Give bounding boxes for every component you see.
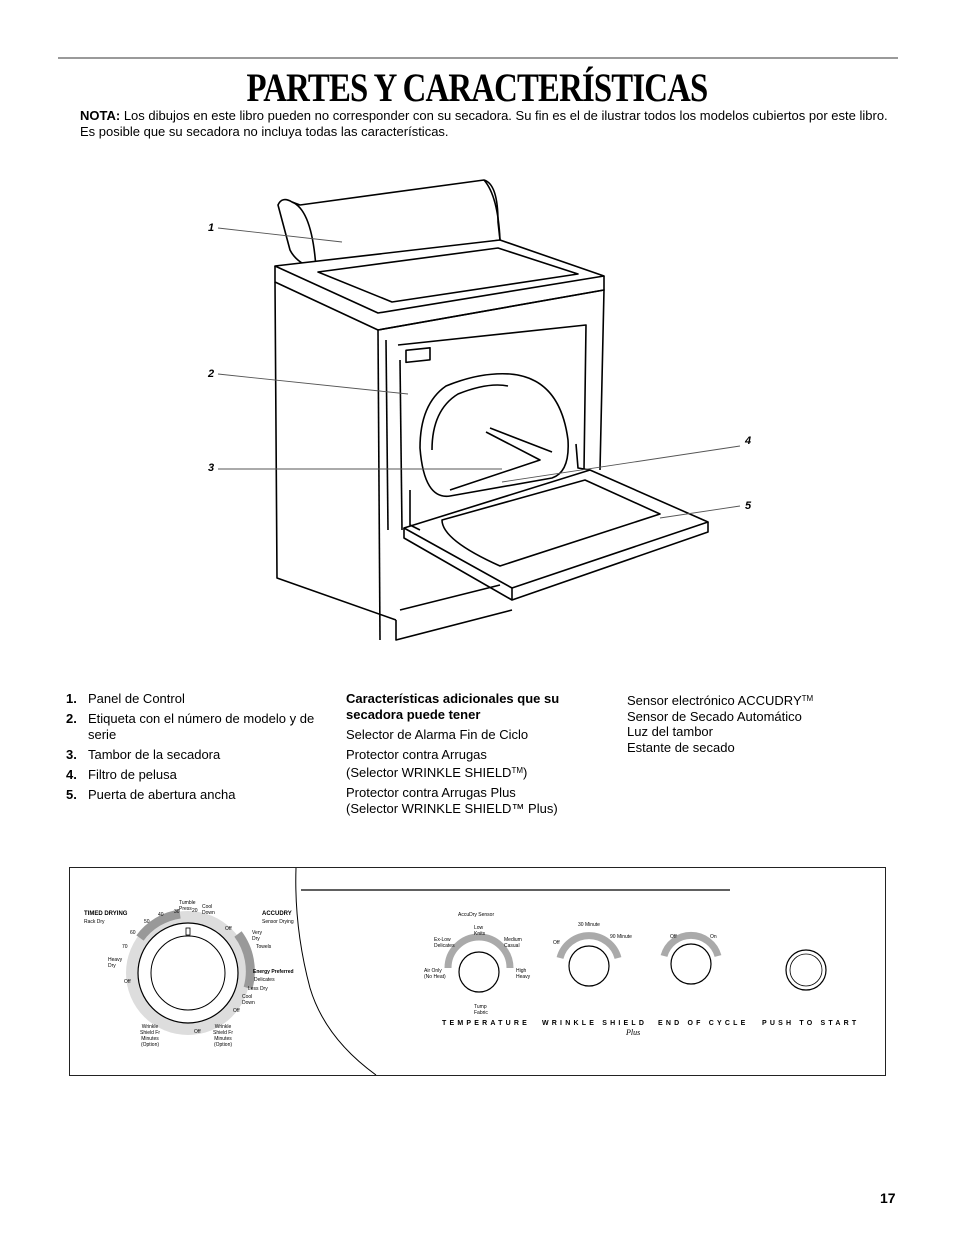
wrinkle-mark: Off [553,940,560,946]
sensor-drying-label: Sensor Drying [262,919,294,925]
temp-mark: Ex-Low Delicates [434,937,455,949]
dial-mark: 60 [130,930,136,936]
note-label: NOTA: [80,108,121,123]
dial-mark: Delicates [254,977,275,983]
list-item: 2.Etiqueta con el número de modelo y de … [66,711,315,742]
note-text: Los dibujos en este libro pueden no corr… [80,108,888,139]
timed-drying-label: TIMED DRYING [84,911,128,917]
features-list: Sensor electrónico ACCUDRYTM Sensor de S… [627,691,867,755]
list-item: Estante de secado [627,739,735,755]
dial-mark: 70 [122,944,128,950]
temp-mark: Low Knits [474,925,486,937]
end-mark: Off [670,934,677,940]
dial-mark: Very Dry [252,930,263,942]
dial-mark: 20 [192,908,198,914]
callout-5: 5 [745,500,752,512]
dial-mark: Cool Down [242,994,255,1006]
dryer-diagram [217,179,741,641]
page-number: 17 [880,1190,896,1206]
end-of-cycle-label: END OF CYCLE [658,1020,749,1027]
wrinkle-shield-label: WRINKLE SHIELD [542,1020,648,1027]
list-item: 1.Panel de Control [66,691,185,706]
dial-mark: Wrinkle Shield Fr Minutes (Option) [139,1024,160,1048]
wrinkle-mark: 30 Minute [578,922,600,928]
dial-mark: 40 [158,912,164,918]
dial-mark: Wrinkle Shield Fr Minutes (Option) [212,1024,233,1048]
dial-mark: Off [225,926,232,932]
list-item: 4.Filtro de pelusa [66,767,177,782]
temp-mark: Medium Casual [504,937,522,949]
dial-mark: Heavy Dry [108,957,123,969]
dial-mark: Tumble Press [179,900,196,912]
push-to-start-label: PUSH TO START [762,1020,860,1027]
additional-features: Características adicionales que su secad… [346,691,596,821]
temp-mark: Tump Fabric [474,1004,488,1016]
control-panel: TIMED DRYING Rack Dry ACCUDRY Sensor Dry… [69,867,886,1076]
list-item: Luz del tambor [627,724,713,739]
plus-label: Plus [626,1028,641,1037]
rack-dry-label: Rack Dry [84,919,105,925]
dial-mark: Towels [256,944,272,950]
dial-mark: Off [233,1008,240,1014]
dial-mark: Cool Down [202,904,215,916]
temp-mark: High Heavy [516,968,531,980]
accudry-sensor-label: AccuDry Sensor [458,912,495,918]
dial-mark: Off [194,1029,201,1035]
dial-mark: 50 [144,919,150,925]
list-item: 5.Puerta de abertura ancha [66,787,236,802]
temperature-label: TEMPERATURE [442,1020,530,1027]
additional-heading: Características adicionales que su secad… [346,691,560,722]
temp-mark: Air Only (No Heat) [424,968,446,980]
list-item: Selector de Alarma Fin de Ciclo [346,727,529,742]
list-item: Protector contra Arrugas(Selector WRINKL… [346,747,528,780]
dial-mark: Energy Preferred [253,969,294,975]
list-item: Sensor de Secado Automático [627,708,802,724]
callout-3: 3 [208,462,215,474]
accudry-label: ACCUDRY [262,911,292,917]
list-item: Protector contra Arrugas Plus(Selector W… [346,785,558,816]
dial-mark: Off [124,979,131,985]
top-rule [58,57,898,59]
callout-1: 1 [208,222,215,234]
control-panel-art [126,868,827,1075]
note-paragraph: NOTA: Los dibujos en este libro pueden n… [80,108,900,139]
list-item: Sensor electrónico ACCUDRYTM [627,693,814,708]
parts-list: 1.Panel de Control 2.Etiqueta con el núm… [66,691,328,807]
page-title: PARTES Y CARACTERÍSTICAS [246,65,709,110]
list-item: 3.Tambor de la secadora [66,747,221,762]
callout-2: 2 [208,368,215,380]
callout-4: 4 [745,435,752,447]
end-mark: On [710,934,717,940]
dial-mark: Less Dry [248,986,268,992]
dial-mark: 30 [174,909,180,915]
wrinkle-mark: 90 Minute [610,934,632,940]
